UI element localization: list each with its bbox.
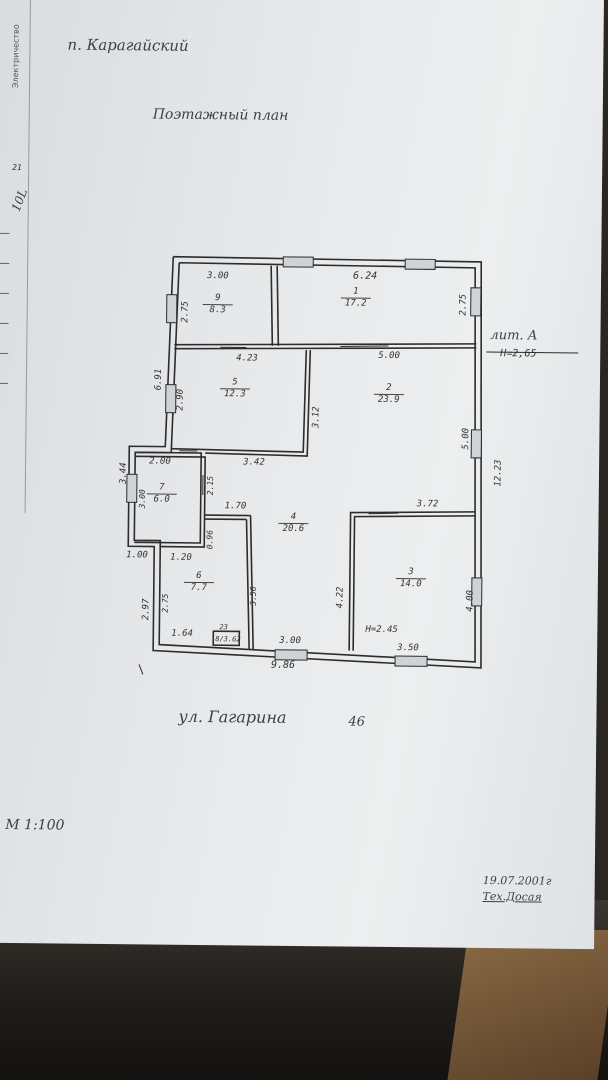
dimension-label: 9.86 [270, 659, 296, 671]
wall [245, 519, 250, 650]
dimension-label: 3.44 [118, 462, 129, 485]
dimension-label: 3.12 [311, 406, 322, 429]
floor-plan-document: Электричество 21 10L п. Карагайский Поэт… [0, 0, 604, 950]
wall [270, 265, 274, 346]
floor-plan-drawing [126, 255, 579, 675]
stamp-signature: Тех.Досая [482, 889, 542, 904]
dimension-label: 3.72 [416, 499, 439, 510]
window [394, 655, 428, 667]
street-name: ул. Гагарина [178, 706, 287, 727]
wall [348, 511, 475, 651]
window [165, 384, 177, 414]
dimension-label: 4.00 [465, 589, 476, 612]
ceiling-height-label: Н=2.45 [365, 624, 398, 636]
wall [276, 265, 280, 346]
dimension-label: 6.24 [353, 270, 378, 282]
wall [174, 343, 477, 346]
bathroom-box [212, 630, 241, 647]
stamp-date: 19.07.2001г [482, 873, 552, 888]
dimension-label: 5.00 [378, 350, 400, 362]
dimension-label: 12.23 [493, 459, 504, 487]
wall [171, 350, 308, 453]
wooden-surface [447, 930, 608, 1080]
dimension-label: 3.50 [397, 643, 419, 654]
dimension-label: 2.75 [458, 293, 469, 316]
scale-margin-mark [138, 664, 144, 675]
dimension-label: 2.75 [180, 300, 191, 323]
window [470, 429, 482, 459]
window [274, 649, 308, 661]
window [404, 258, 436, 270]
window [471, 577, 483, 607]
wall [135, 455, 206, 548]
dimension-label: 1.70 [224, 501, 247, 512]
house-number: 46 [348, 714, 366, 730]
dimension-label: 5.00 [461, 427, 472, 450]
dimension-label: 2.90 [175, 388, 186, 411]
dimension-label: 23 [219, 623, 228, 632]
room-8-label: 8/3.62 [215, 635, 241, 644]
dimension-label: 0.96 [205, 529, 215, 550]
dimension-label: 6.91 [153, 368, 164, 391]
level-leader-line [486, 351, 579, 354]
wall [174, 347, 477, 350]
dimension-label: 3.00 [279, 635, 301, 647]
dimension-label: 3.56 [248, 586, 258, 606]
dimension-label: 3.00 [137, 489, 147, 509]
dimension-label: 1.20 [170, 552, 192, 563]
wall [205, 350, 312, 457]
outer-wall-outer [127, 255, 483, 669]
dimension-label: 3.00 [207, 271, 229, 282]
dimension-label: 2.00 [149, 456, 171, 467]
wall [352, 515, 475, 651]
window [166, 294, 178, 324]
dimension-label: 2.97 [141, 598, 152, 621]
dimension-label: 2.15 [205, 475, 216, 496]
dimension-label: 3.42 [243, 457, 265, 468]
dimension-label: 4.23 [236, 353, 258, 364]
drawing-scale: М 1:100 [5, 816, 65, 834]
dimension-label: 4.22 [335, 586, 346, 609]
dimension-label: 2.75 [160, 593, 170, 613]
interior-door [340, 345, 389, 347]
dimension-label: 1.64 [171, 628, 194, 639]
window [126, 473, 138, 503]
window [470, 287, 482, 317]
interior-door [368, 512, 399, 515]
level-label: лит. А [490, 328, 538, 344]
level-height: Н=2,65 [500, 348, 537, 360]
wall [134, 451, 203, 544]
window [282, 256, 314, 268]
wall [249, 515, 254, 650]
dimension-label: 1.00 [126, 550, 148, 561]
